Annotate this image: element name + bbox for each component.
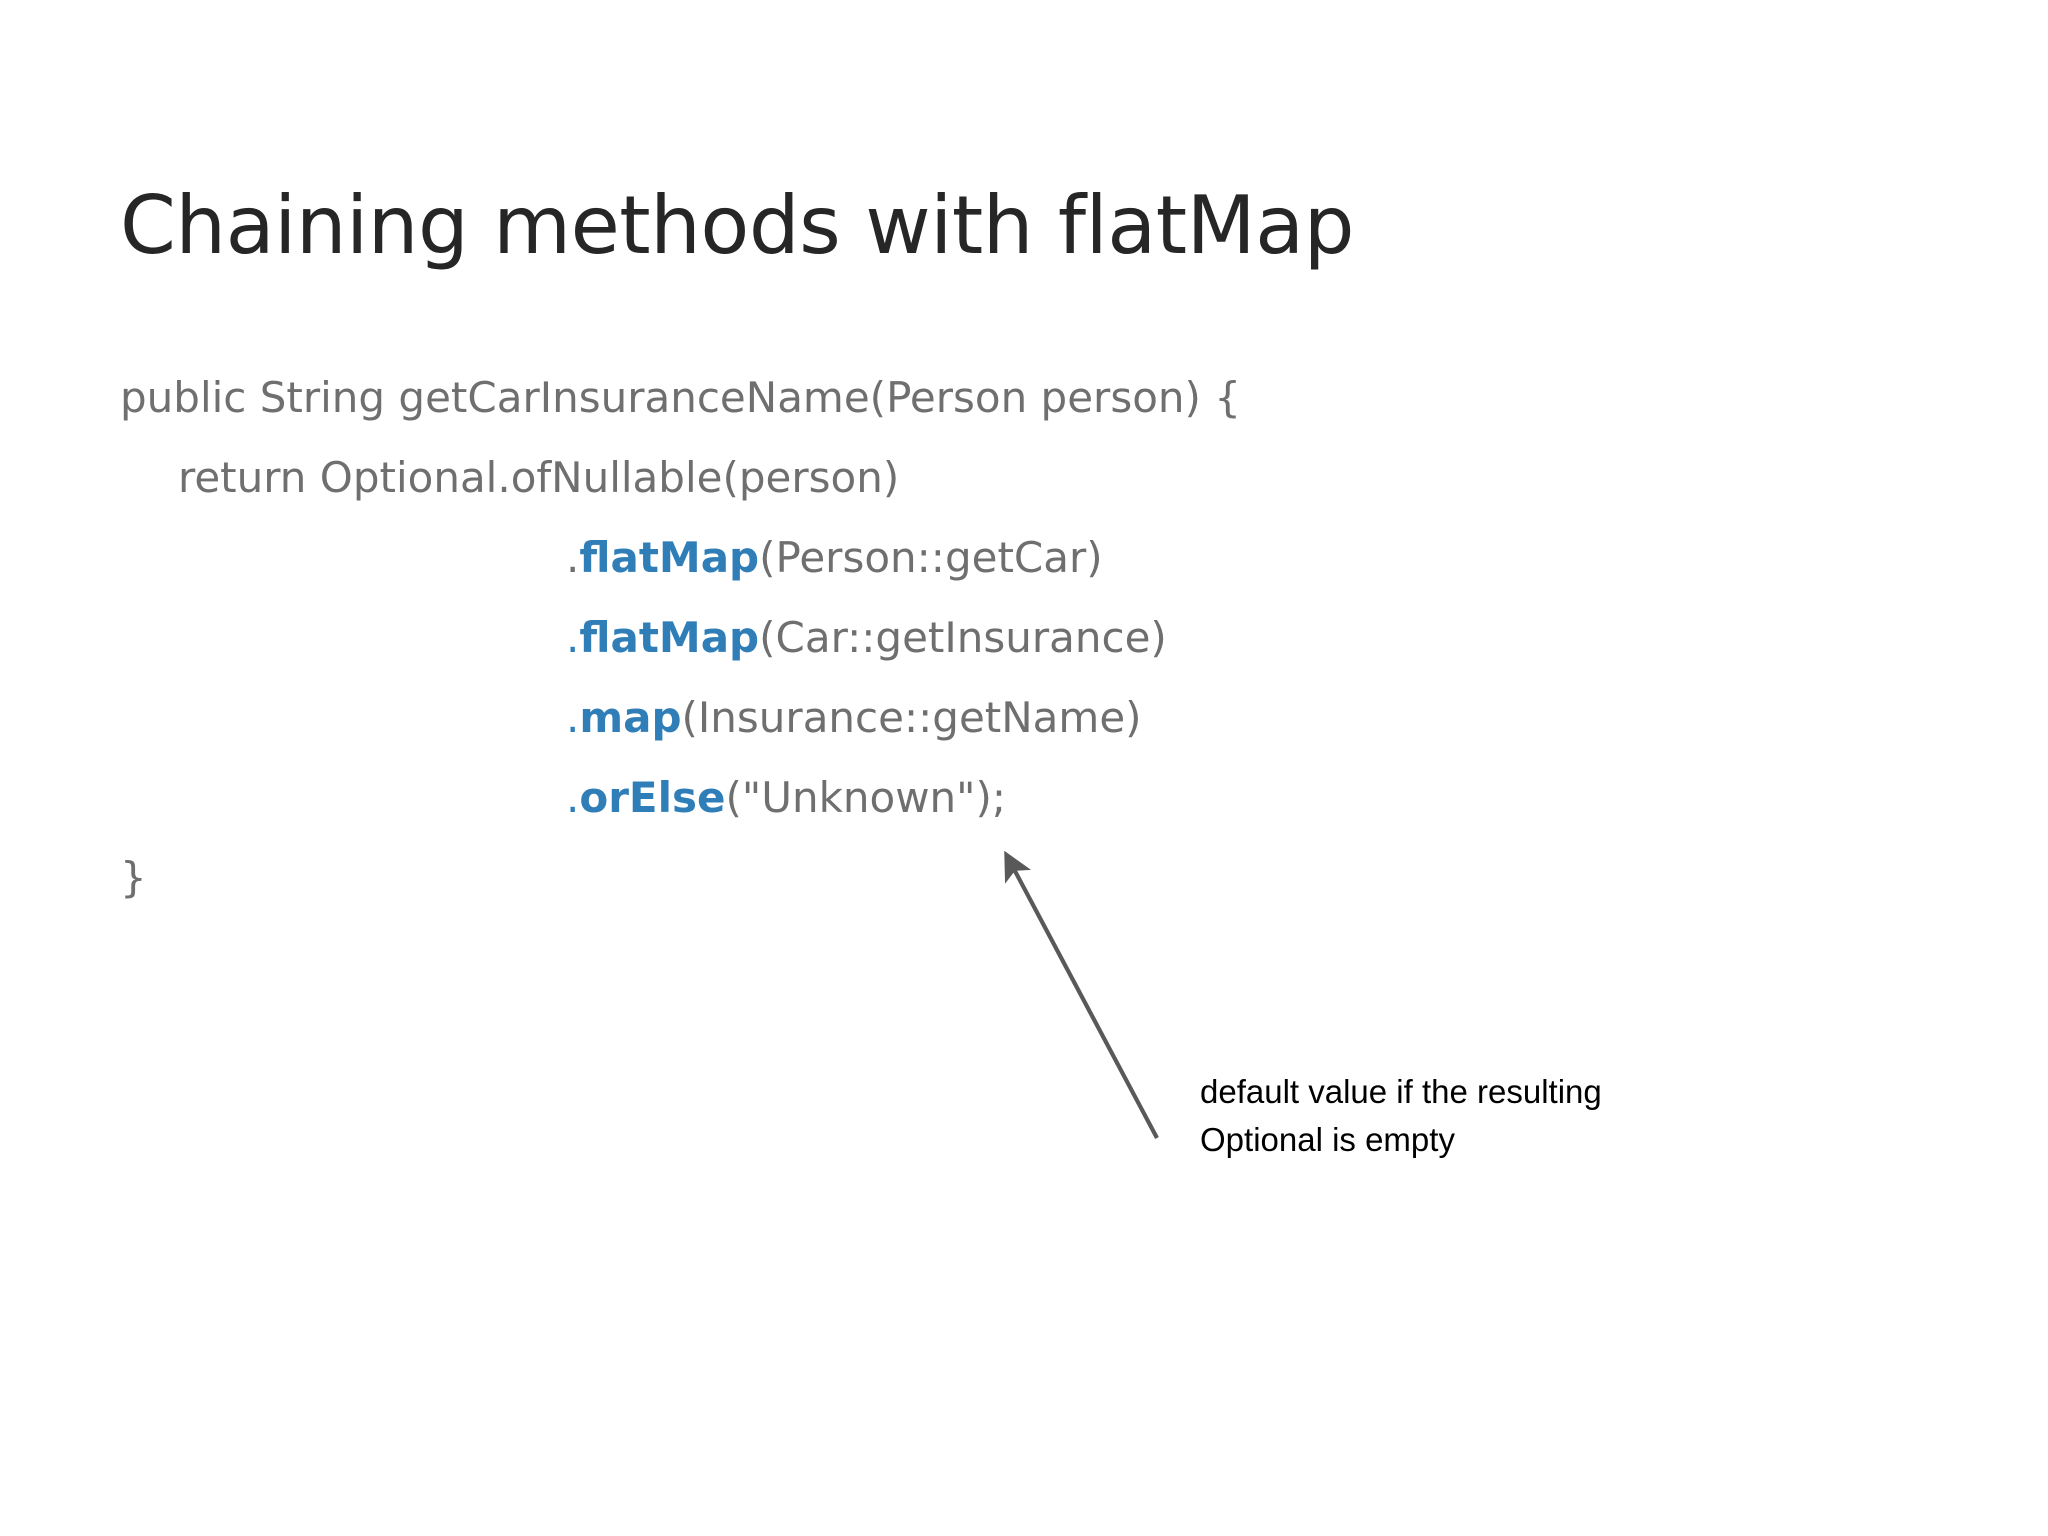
code-line-orelse-unknown: .orElse("Unknown"); (120, 758, 1720, 838)
method-dot: . (566, 533, 580, 582)
method-dot: . (566, 693, 580, 742)
code-line-return: return Optional.ofNullable(person) (178, 453, 900, 502)
code-line-signature: public String getCarInsuranceName(Person… (120, 373, 1241, 422)
method-args: (Person::getCar) (759, 533, 1103, 582)
annotation-callout: default value if the resulting Optional … (1200, 1068, 1720, 1164)
method-dot: . (566, 773, 580, 822)
method-name-flatmap: flatMap (579, 613, 760, 662)
method-args: (Car::getInsurance) (759, 613, 1167, 662)
method-args: ("Unknown"); (725, 773, 1007, 822)
code-line-closing-brace: } (120, 853, 147, 902)
method-name-orelse: orElse (579, 773, 726, 822)
annotation-line-1: default value if the resulting (1200, 1073, 1602, 1110)
code-snippet: public String getCarInsuranceName(Person… (120, 358, 1720, 918)
page-title: Chaining methods with flatMap (120, 178, 1354, 272)
annotation-line-2: Optional is empty (1200, 1121, 1455, 1158)
method-name-map: map (579, 693, 682, 742)
code-line-flatmap-getinsurance: .flatMap(Car::getInsurance) (120, 598, 1720, 678)
code-line-flatmap-getcar: .flatMap(Person::getCar) (120, 518, 1720, 598)
method-name-flatmap: flatMap (579, 533, 760, 582)
method-dot: . (566, 613, 580, 662)
code-line-map-getname: .map(Insurance::getName) (120, 678, 1720, 758)
method-args: (Insurance::getName) (681, 693, 1142, 742)
